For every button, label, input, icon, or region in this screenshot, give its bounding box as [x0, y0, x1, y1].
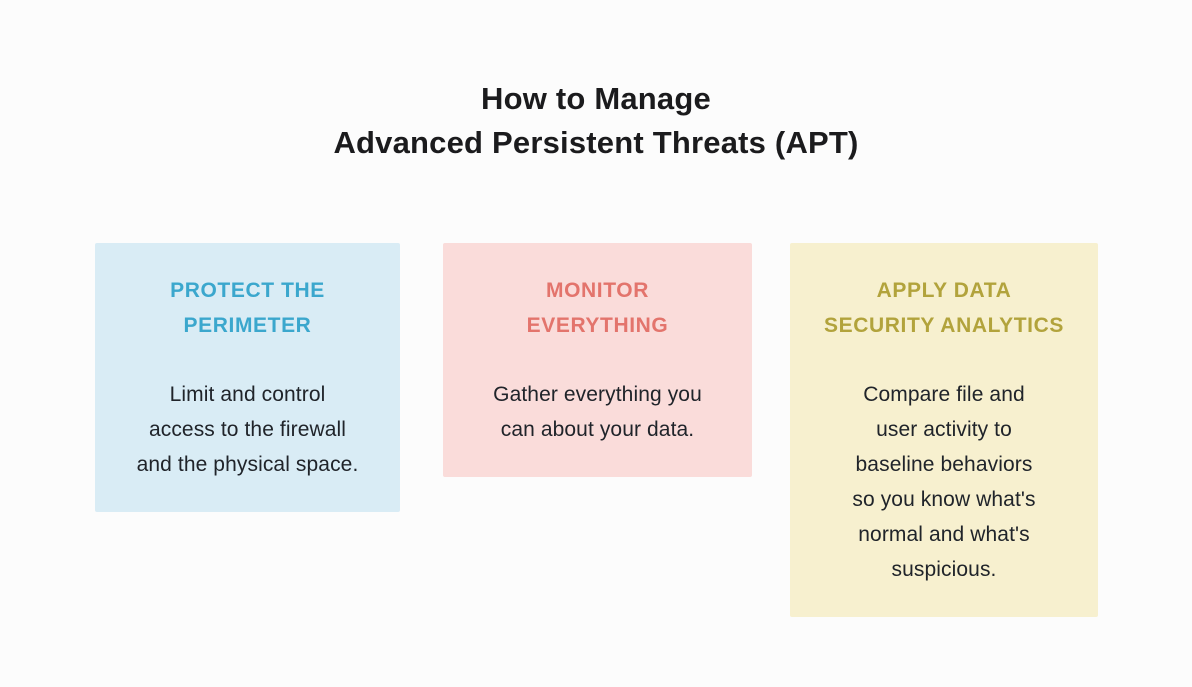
card-body-protect-the-perimeter: Limit and control access to the firewall… [136, 383, 359, 476]
card-body-monitor-everything: Gather everything you can about your dat… [493, 383, 702, 441]
card-body-apply-data-security-analytics: Compare file and user activity to baseli… [852, 383, 1036, 581]
card-apply-data-security-analytics: APPLY DATA SECURITY ANALYTICS Compare fi… [790, 243, 1098, 617]
card-heading-protect-the-perimeter: PROTECT THE PERIMETER [170, 279, 325, 337]
page-title: How to Manage Advanced Persistent Threat… [333, 81, 859, 160]
card-monitor-everything: MONITOR EVERYTHING Gather everything you… [443, 243, 752, 477]
card-heading-apply-data-security-analytics: APPLY DATA SECURITY ANALYTICS [824, 279, 1064, 337]
card-protect-the-perimeter: PROTECT THE PERIMETER Limit and control … [95, 243, 400, 512]
card-heading-monitor-everything: MONITOR EVERYTHING [526, 279, 669, 337]
